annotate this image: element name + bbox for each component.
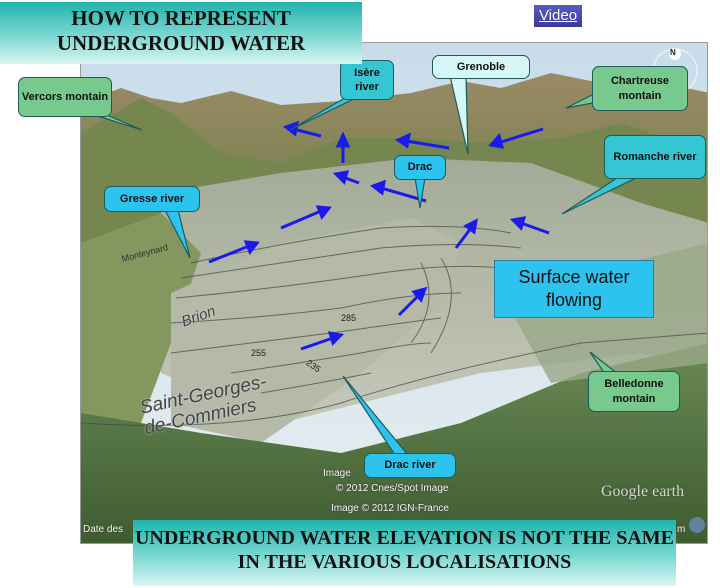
imagery-credit: Image — [323, 468, 351, 479]
callout-drac: Drac — [394, 155, 446, 180]
compass-north-label: N — [670, 48, 676, 57]
date-label: Date des — [83, 524, 124, 535]
imagery-credit: © 2012 Cnes/Spot Image — [336, 483, 449, 494]
callout-gresse-river: Gresse river — [104, 186, 200, 212]
callout-chartreuse: Chartreuse montain — [592, 66, 688, 111]
contour-label: 285 — [341, 313, 357, 323]
google-earth-logo: Google earth — [601, 483, 685, 500]
callout-surface-water: Surface water flowing — [494, 260, 654, 318]
callout-romanche-river: Romanche river — [604, 135, 706, 179]
contour-label: 255 — [251, 348, 267, 358]
scale-label: m — [677, 524, 686, 535]
callout-grenoble: Grenoble — [432, 55, 530, 79]
callout-belledonne: Belledonne montain — [588, 371, 680, 412]
video-link[interactable]: Video — [534, 5, 582, 27]
slide-title: HOW TO REPRESENT UNDERGROUND WATER — [0, 2, 362, 64]
callout-isere-river: Isère river — [340, 60, 394, 100]
callout-drac-river: Drac river — [364, 453, 456, 478]
imagery-credit: Image © 2012 IGN-France — [331, 503, 449, 514]
zoom-control-icon[interactable] — [689, 517, 705, 533]
callout-vercors: Vercors montain — [18, 77, 112, 117]
slide-conclusion: UNDERGROUND WATER ELEVATION IS NOT THE S… — [133, 520, 676, 586]
